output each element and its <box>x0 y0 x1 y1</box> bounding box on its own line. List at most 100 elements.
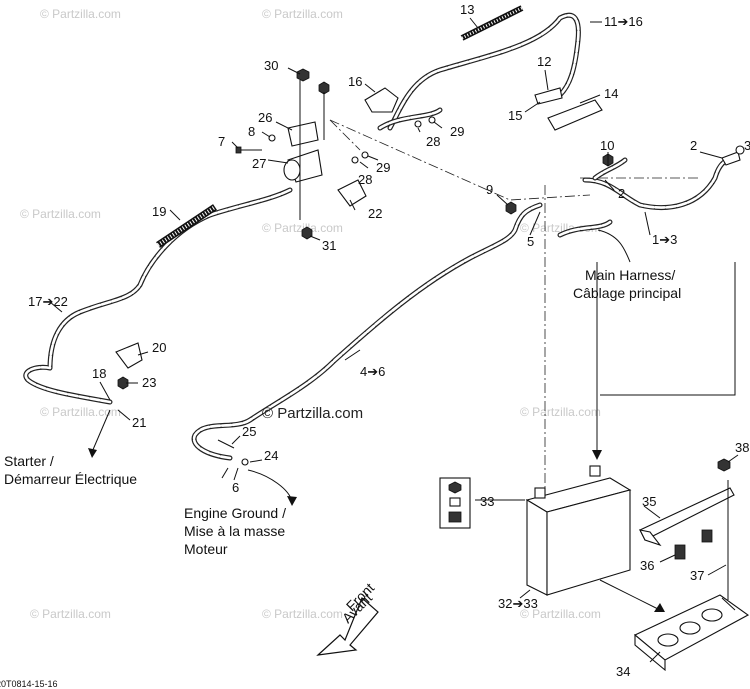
bolt <box>449 497 461 507</box>
watermark: © Partzilla.com <box>262 221 343 235</box>
callout-27: 27 <box>252 156 266 171</box>
washer-29 <box>361 151 369 159</box>
bracket-12 <box>534 87 563 105</box>
leader <box>644 211 651 236</box>
leader <box>599 579 661 611</box>
tray-hole <box>701 608 723 622</box>
bolt-25 <box>217 439 235 449</box>
callout-23: 23 <box>142 375 156 390</box>
cable-11-16 <box>378 108 442 130</box>
leader <box>309 235 321 241</box>
callout-2: 2 <box>690 138 697 153</box>
watermark: © Partzilla.com <box>20 207 101 221</box>
leader <box>600 262 736 396</box>
leader <box>99 381 111 401</box>
arrowhead <box>287 496 297 506</box>
callout-17: 17➔22 <box>28 294 68 309</box>
callout-34: 34 <box>616 664 630 679</box>
callout-22: 22 <box>368 206 382 221</box>
nut <box>448 481 462 494</box>
leader <box>469 17 479 29</box>
leader <box>604 179 615 191</box>
leader <box>249 459 263 463</box>
leader <box>287 67 301 75</box>
battery-32 <box>546 489 631 596</box>
callout-25: 25 <box>242 424 256 439</box>
callout-29: 29 <box>376 160 390 175</box>
battery-32 <box>526 499 548 596</box>
center-watermark: © Partzilla.com <box>262 405 363 422</box>
watermark: © Partzilla.com <box>262 7 343 21</box>
leader <box>496 194 509 206</box>
captions: Main Harness/ Câblage principal Starter … <box>4 267 681 557</box>
part-labels: 1➔3 2 2 3 4➔6 5 6 7 8 9 10 11➔16 12 13 1… <box>28 2 750 679</box>
leader <box>707 564 727 576</box>
leader-lines <box>49 17 739 663</box>
bolt-7 <box>235 146 242 154</box>
callout-4: 4➔6 <box>360 364 385 379</box>
leader <box>231 435 241 445</box>
washer-24 <box>241 458 249 466</box>
leader <box>699 151 723 159</box>
callout-6: 6 <box>232 480 239 495</box>
callout-32: 32➔33 <box>498 596 538 611</box>
boot-20 <box>115 342 143 369</box>
nut-31 <box>301 226 313 240</box>
leader <box>529 211 541 236</box>
callout-36: 36 <box>640 558 654 573</box>
starter-caption: Starter / <box>4 453 54 469</box>
cable-2 <box>593 158 627 180</box>
leader <box>117 409 131 421</box>
tray-hole <box>679 621 701 635</box>
cable-4-6 <box>192 203 542 460</box>
cable-11-16 <box>388 13 580 130</box>
watermark: © Partzilla.com <box>40 7 121 21</box>
watermark: © Partzilla.com <box>520 221 601 235</box>
callout-38: 38 <box>735 440 749 455</box>
front-arrow-icon <box>316 596 379 656</box>
callout-7: 7 <box>218 134 225 149</box>
watermarks: © Partzilla.com © Partzilla.com © Partzi… <box>20 7 601 621</box>
callout-15: 15 <box>508 108 522 123</box>
sleeve-13 <box>461 6 523 40</box>
callout-1: 1➔3 <box>652 232 677 247</box>
callout-21: 21 <box>132 415 146 430</box>
main-harness-caption: Main Harness/ <box>585 267 675 283</box>
alignment-lines <box>329 119 700 510</box>
alignment-line <box>329 119 361 151</box>
battery-terminal <box>534 487 546 499</box>
washer-28 <box>351 156 359 164</box>
cable-1-3 <box>583 158 730 209</box>
nut-block <box>448 511 462 523</box>
watermark: © Partzilla.com <box>30 607 111 621</box>
leader <box>544 69 549 91</box>
leader <box>524 101 541 113</box>
callout-28: 28 <box>426 134 440 149</box>
engine-ground-caption-fr-2: Moteur <box>184 541 228 557</box>
leader <box>267 159 289 164</box>
callout-35: 35 <box>642 494 656 509</box>
cable-11-16 <box>387 12 581 131</box>
callout-20: 20 <box>152 340 166 355</box>
nut-38 <box>717 458 731 472</box>
leader <box>137 351 149 356</box>
leader <box>233 467 239 481</box>
boot-16 <box>364 87 399 113</box>
callout-33: 33 <box>480 494 494 509</box>
main-harness-caption-fr: Câblage principal <box>573 285 681 301</box>
engine-ground-caption-fr: Mise à la masse <box>184 523 285 539</box>
leader <box>364 83 376 93</box>
callout-37: 37 <box>690 568 704 583</box>
drawing-code: 20T0814-15-16 <box>0 679 58 689</box>
arrowhead <box>592 450 602 460</box>
callout-10: 10 <box>600 138 614 153</box>
callout-28: 28 <box>358 172 372 187</box>
callout-19: 19 <box>152 204 166 219</box>
arrowheads <box>88 448 665 612</box>
boot-14 <box>547 99 603 131</box>
leader <box>275 121 293 131</box>
main-harness <box>558 220 612 237</box>
callout-2: 2 <box>618 186 625 201</box>
callout-16: 16 <box>348 74 362 89</box>
